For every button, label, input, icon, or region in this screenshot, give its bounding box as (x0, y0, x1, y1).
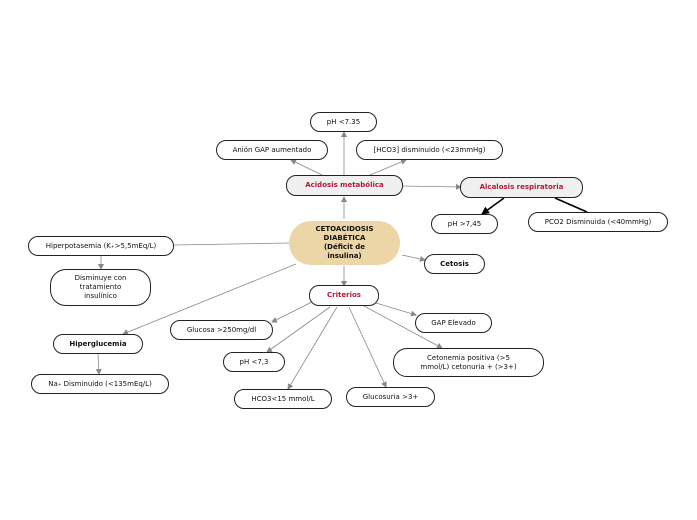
node-na-disminuido: Na₊ Disminuido (<135mEq/L) (31, 374, 169, 394)
edge-acidosis-aniongap (290, 159, 323, 176)
node-ph-735: pH <7.35 (310, 112, 377, 132)
edge-criterios-ph73 (266, 306, 331, 353)
edge-acidosis-hco3 (369, 159, 407, 176)
node-glucosa: Glucosa >250mg/dl (170, 320, 273, 340)
node-acidosis-metabolica: Acidosis metabólica (286, 175, 403, 196)
node-pco2-disminuida: PCO2 Disminuida (<40mmHg) (528, 212, 668, 232)
edge-criterios-glucosuria (348, 306, 387, 388)
edge-criterios-hco315 (287, 306, 338, 390)
node-hco3-15: HCO3<15 mmol/L (234, 389, 332, 409)
edge-criterios-glucosa (271, 301, 313, 323)
edge-alcalosis-ph745 (481, 197, 505, 215)
node-gap-elevado: GAP Elevado (415, 313, 492, 333)
node-cetosis: Cetosis (424, 254, 485, 274)
node-ph-745: pH >7,45 (431, 214, 498, 234)
node-alcalosis-respiratoria: Alcalosis respiratoria (460, 177, 583, 198)
node-glucosuria: Glucosuria >3+ (346, 387, 435, 407)
central-node-cetoacidosis: CETOACIDOSIS DIABÉTICA (Déficit de insul… (289, 221, 400, 265)
node-anion-gap: Anión GAP aumentado (216, 140, 328, 160)
node-hiperpotasemia: Hiperpotasemia (K₊>5,5mEq/L) (28, 236, 174, 256)
edge-central-hiperglucemia (122, 263, 297, 335)
edge-criterios-cetonemia (363, 305, 443, 349)
node-disminuye-tratamiento: Disminuye con tratamiento insulínico (50, 269, 151, 306)
node-hco3-disminuido: [HCO3] disminuido (<23mmHg) (356, 140, 503, 160)
edge-hiperglucemia-na (95, 353, 102, 375)
edge-central-hiperpotasemia (173, 242, 290, 246)
edge-acidosis-alcalosis (401, 183, 462, 190)
node-cetonemia: Cetonemia positiva (>5 mmol/L) cetonuria… (393, 348, 544, 377)
node-hiperglucemia: Hiperglucemia (53, 334, 143, 354)
edge-central-cetosis (401, 254, 426, 262)
edge-criterios-gap (375, 302, 417, 317)
node-criterios: Criterios (309, 285, 379, 306)
node-ph-73: pH <7,3 (223, 352, 285, 372)
edge-alcalosis-pco2 (554, 197, 588, 213)
